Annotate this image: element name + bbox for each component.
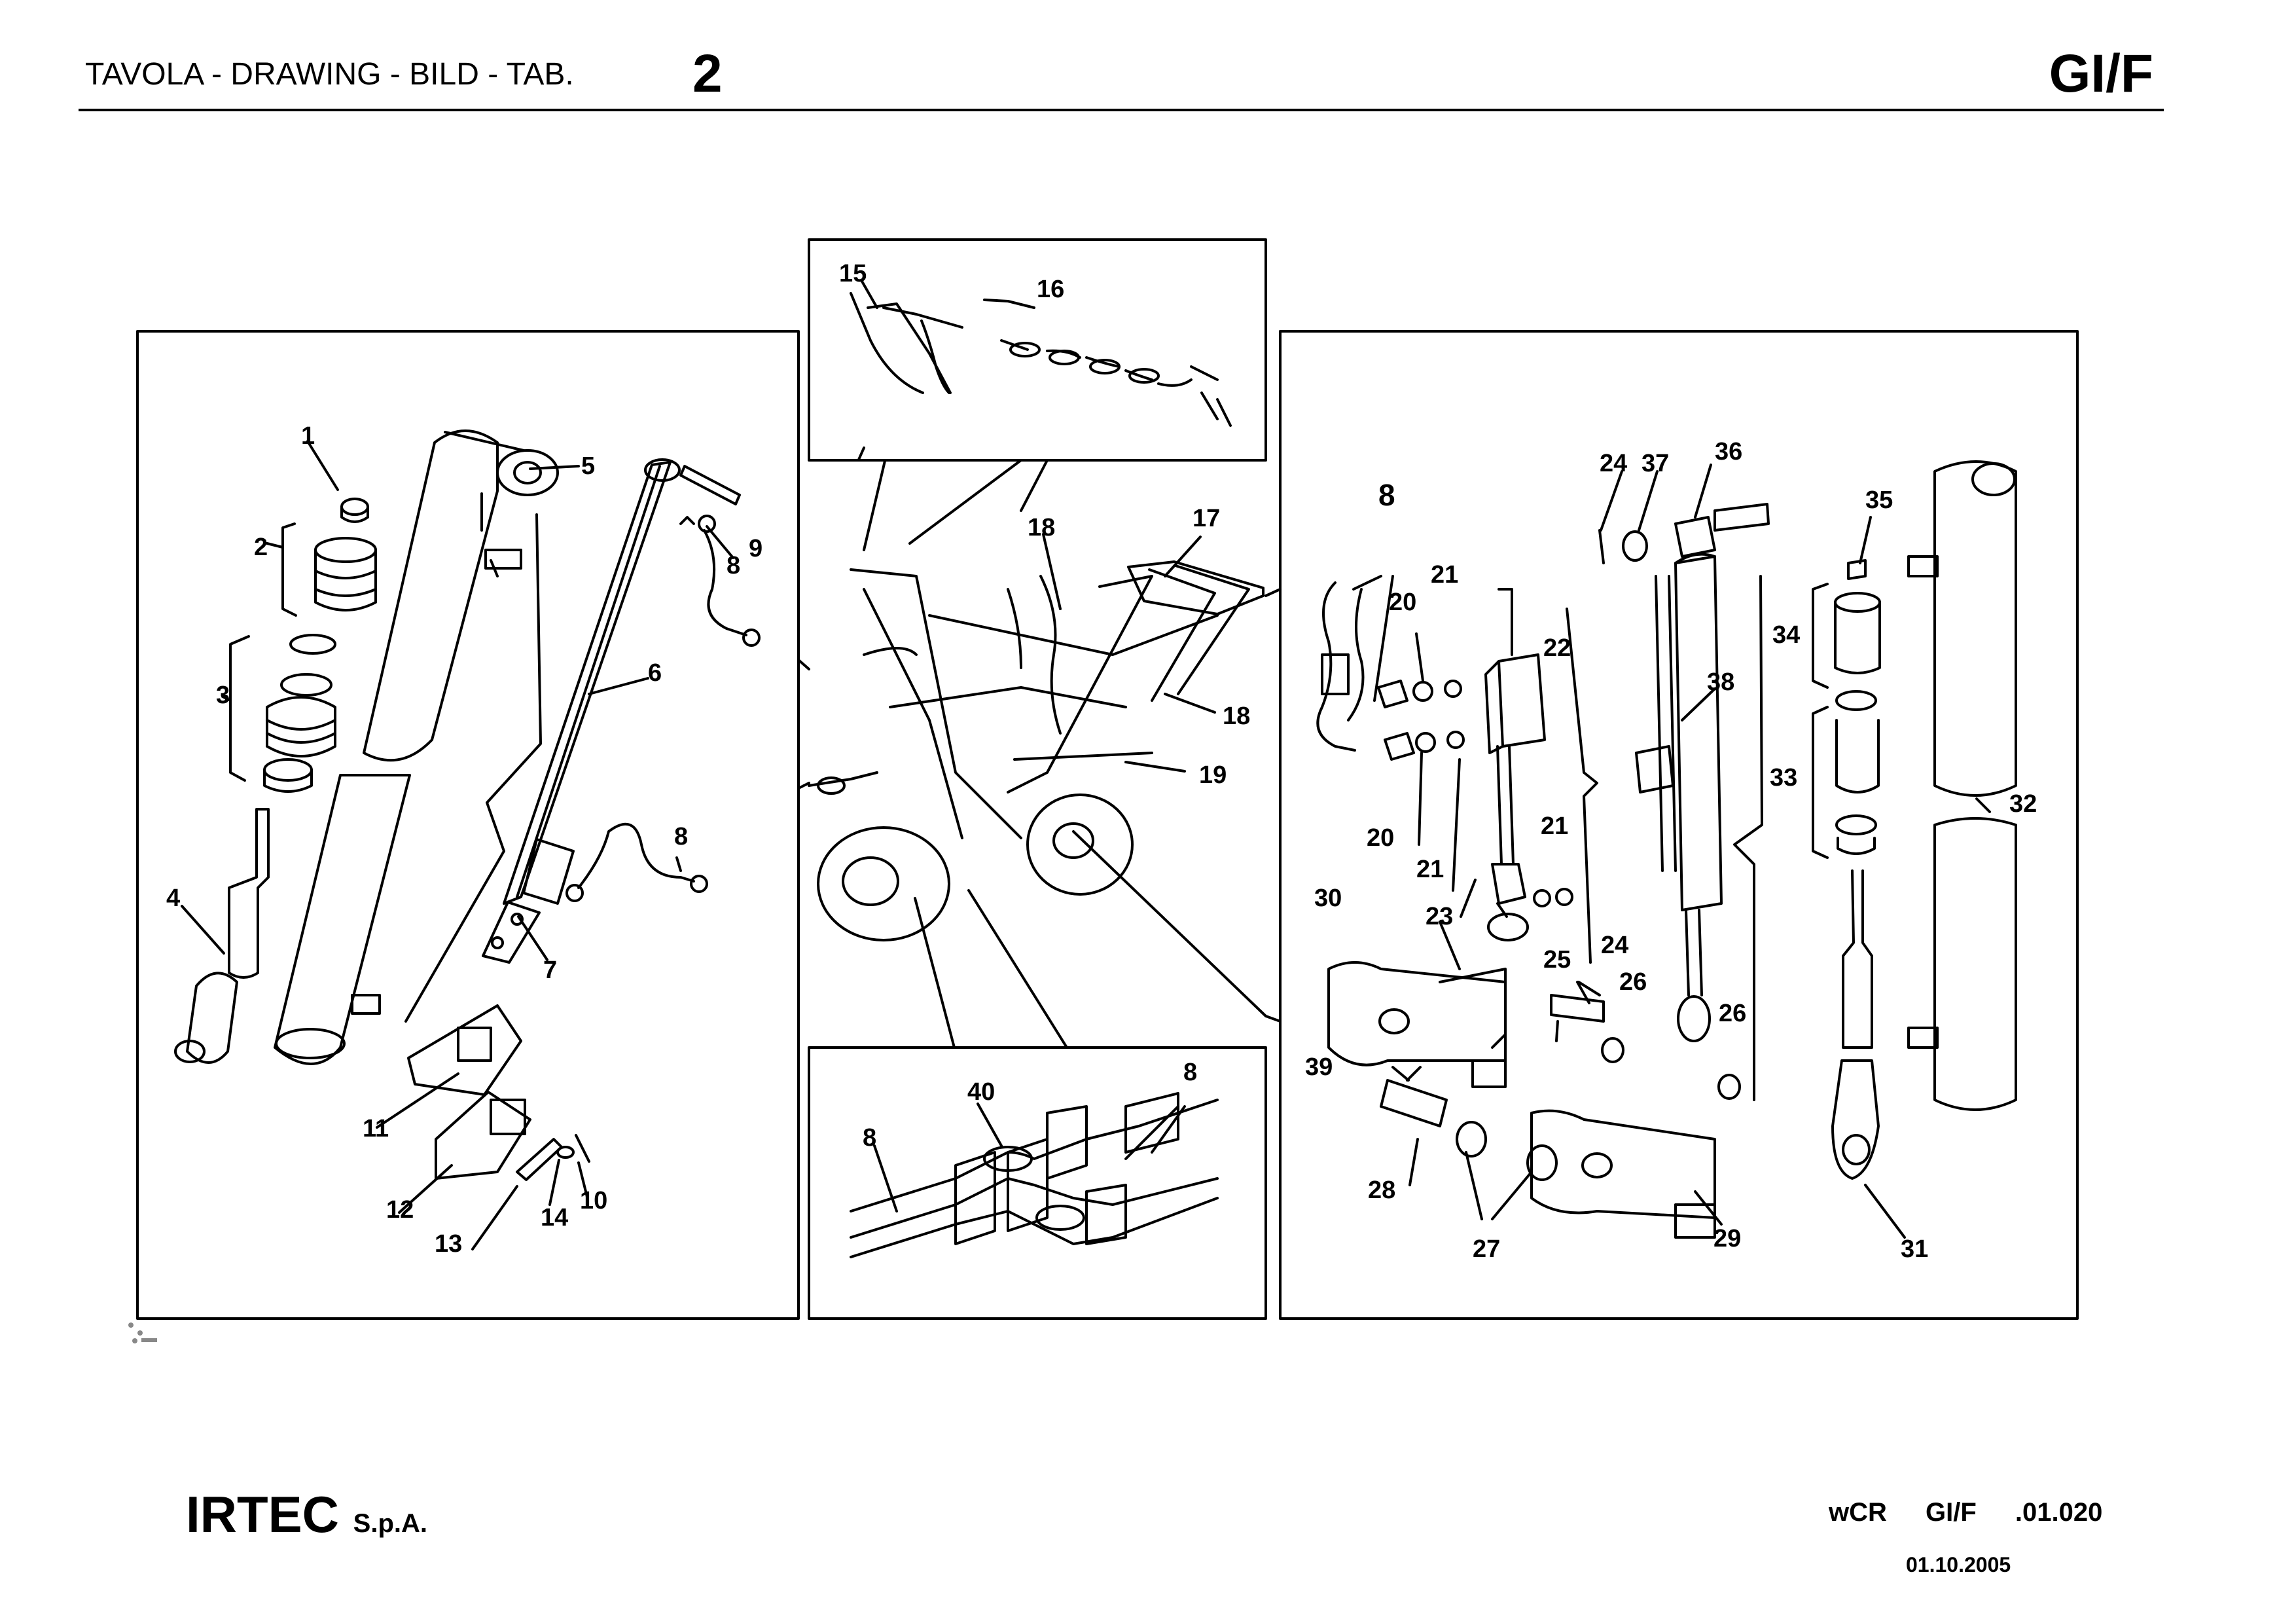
callout-21-right: 21 [1541, 812, 1568, 840]
callout-16: 16 [1037, 276, 1064, 303]
callout-19: 19 [1199, 761, 1227, 789]
right-panel-components [1316, 460, 2017, 1239]
table-number: 2 [692, 44, 723, 103]
left-panel-frame [136, 330, 800, 1320]
brand-suffix: S.p.A. [353, 1509, 428, 1538]
callout-29: 29 [1713, 1225, 1741, 1252]
callout-17: 17 [1193, 505, 1220, 532]
callout-9: 9 [749, 535, 762, 562]
callout-14: 14 [541, 1204, 568, 1231]
center-frame-illustration [808, 459, 1267, 1049]
callout-32: 32 [2009, 790, 2037, 818]
callout-22: 22 [1543, 634, 1571, 662]
callout-27: 27 [1473, 1235, 1500, 1263]
callout-37: 37 [1641, 450, 1669, 477]
drawing-section-label: TAVOLA - DRAWING - BILD - TAB. [85, 57, 574, 92]
left-cylinder-assembly [174, 429, 761, 1250]
callout-28: 28 [1368, 1176, 1395, 1204]
callout-4: 4 [166, 884, 180, 912]
model-code: GI/F [2049, 44, 2153, 103]
callout-36: 36 [1715, 438, 1742, 465]
callout-10: 10 [580, 1187, 607, 1214]
callout-8-left: 8 [674, 823, 688, 850]
callout-38: 38 [1707, 668, 1734, 696]
top-inset-frame [808, 238, 1267, 462]
callout-8-left-upper: 8 [726, 552, 740, 579]
callout-15: 15 [839, 260, 867, 287]
callout-6: 6 [648, 659, 662, 687]
callout-11: 11 [363, 1115, 389, 1142]
callout-5: 5 [581, 452, 595, 480]
callout-24-top: 24 [1600, 450, 1627, 477]
bottom-inset-coupling [850, 1092, 1219, 1258]
callout-24-mid: 24 [1601, 932, 1628, 959]
brand-name: IRTEC S.p.A. [186, 1485, 427, 1544]
document-date: 01.10.2005 [1906, 1553, 2011, 1577]
callout-23: 23 [1426, 903, 1453, 930]
callout-30: 30 [1314, 884, 1342, 912]
callout-25: 25 [1543, 946, 1571, 974]
callout-8-right: 8 [1378, 478, 1395, 512]
brand-label: IRTEC [186, 1486, 339, 1543]
bottom-inset-frame [808, 1046, 1267, 1320]
callout-7: 7 [543, 957, 557, 984]
callout-39: 39 [1305, 1053, 1333, 1081]
callout-31: 31 [1901, 1235, 1928, 1263]
document-code: wCR GI/F .01.020 [1829, 1498, 2103, 1527]
right-panel-frame [1279, 330, 2079, 1320]
callout-21-top: 21 [1431, 561, 1458, 589]
callout-34: 34 [1772, 621, 1800, 649]
callout-8-inset-right: 8 [1183, 1059, 1197, 1086]
callout-26-mid: 26 [1619, 968, 1647, 996]
callout-12: 12 [386, 1196, 414, 1224]
callout-20-bottom: 20 [1367, 824, 1394, 852]
callout-33: 33 [1770, 764, 1797, 792]
top-inset-chain [850, 279, 1232, 512]
callout-20-top: 20 [1389, 589, 1416, 616]
callout-18-right: 18 [1223, 702, 1250, 730]
callout-3: 3 [216, 682, 230, 709]
center-panel-outline [797, 588, 1282, 1023]
callout-35: 35 [1865, 486, 1893, 514]
header-rule [79, 109, 2164, 111]
callout-18-top: 18 [1028, 514, 1055, 541]
callout-26-right: 26 [1719, 1000, 1746, 1027]
callout-40: 40 [967, 1078, 995, 1106]
callout-13: 13 [435, 1230, 462, 1258]
callout-1: 1 [301, 422, 315, 450]
scan-mark [128, 1322, 157, 1343]
callout-2: 2 [254, 534, 268, 561]
callout-21-mid: 21 [1416, 856, 1444, 883]
callout-8-inset-left: 8 [863, 1124, 876, 1152]
